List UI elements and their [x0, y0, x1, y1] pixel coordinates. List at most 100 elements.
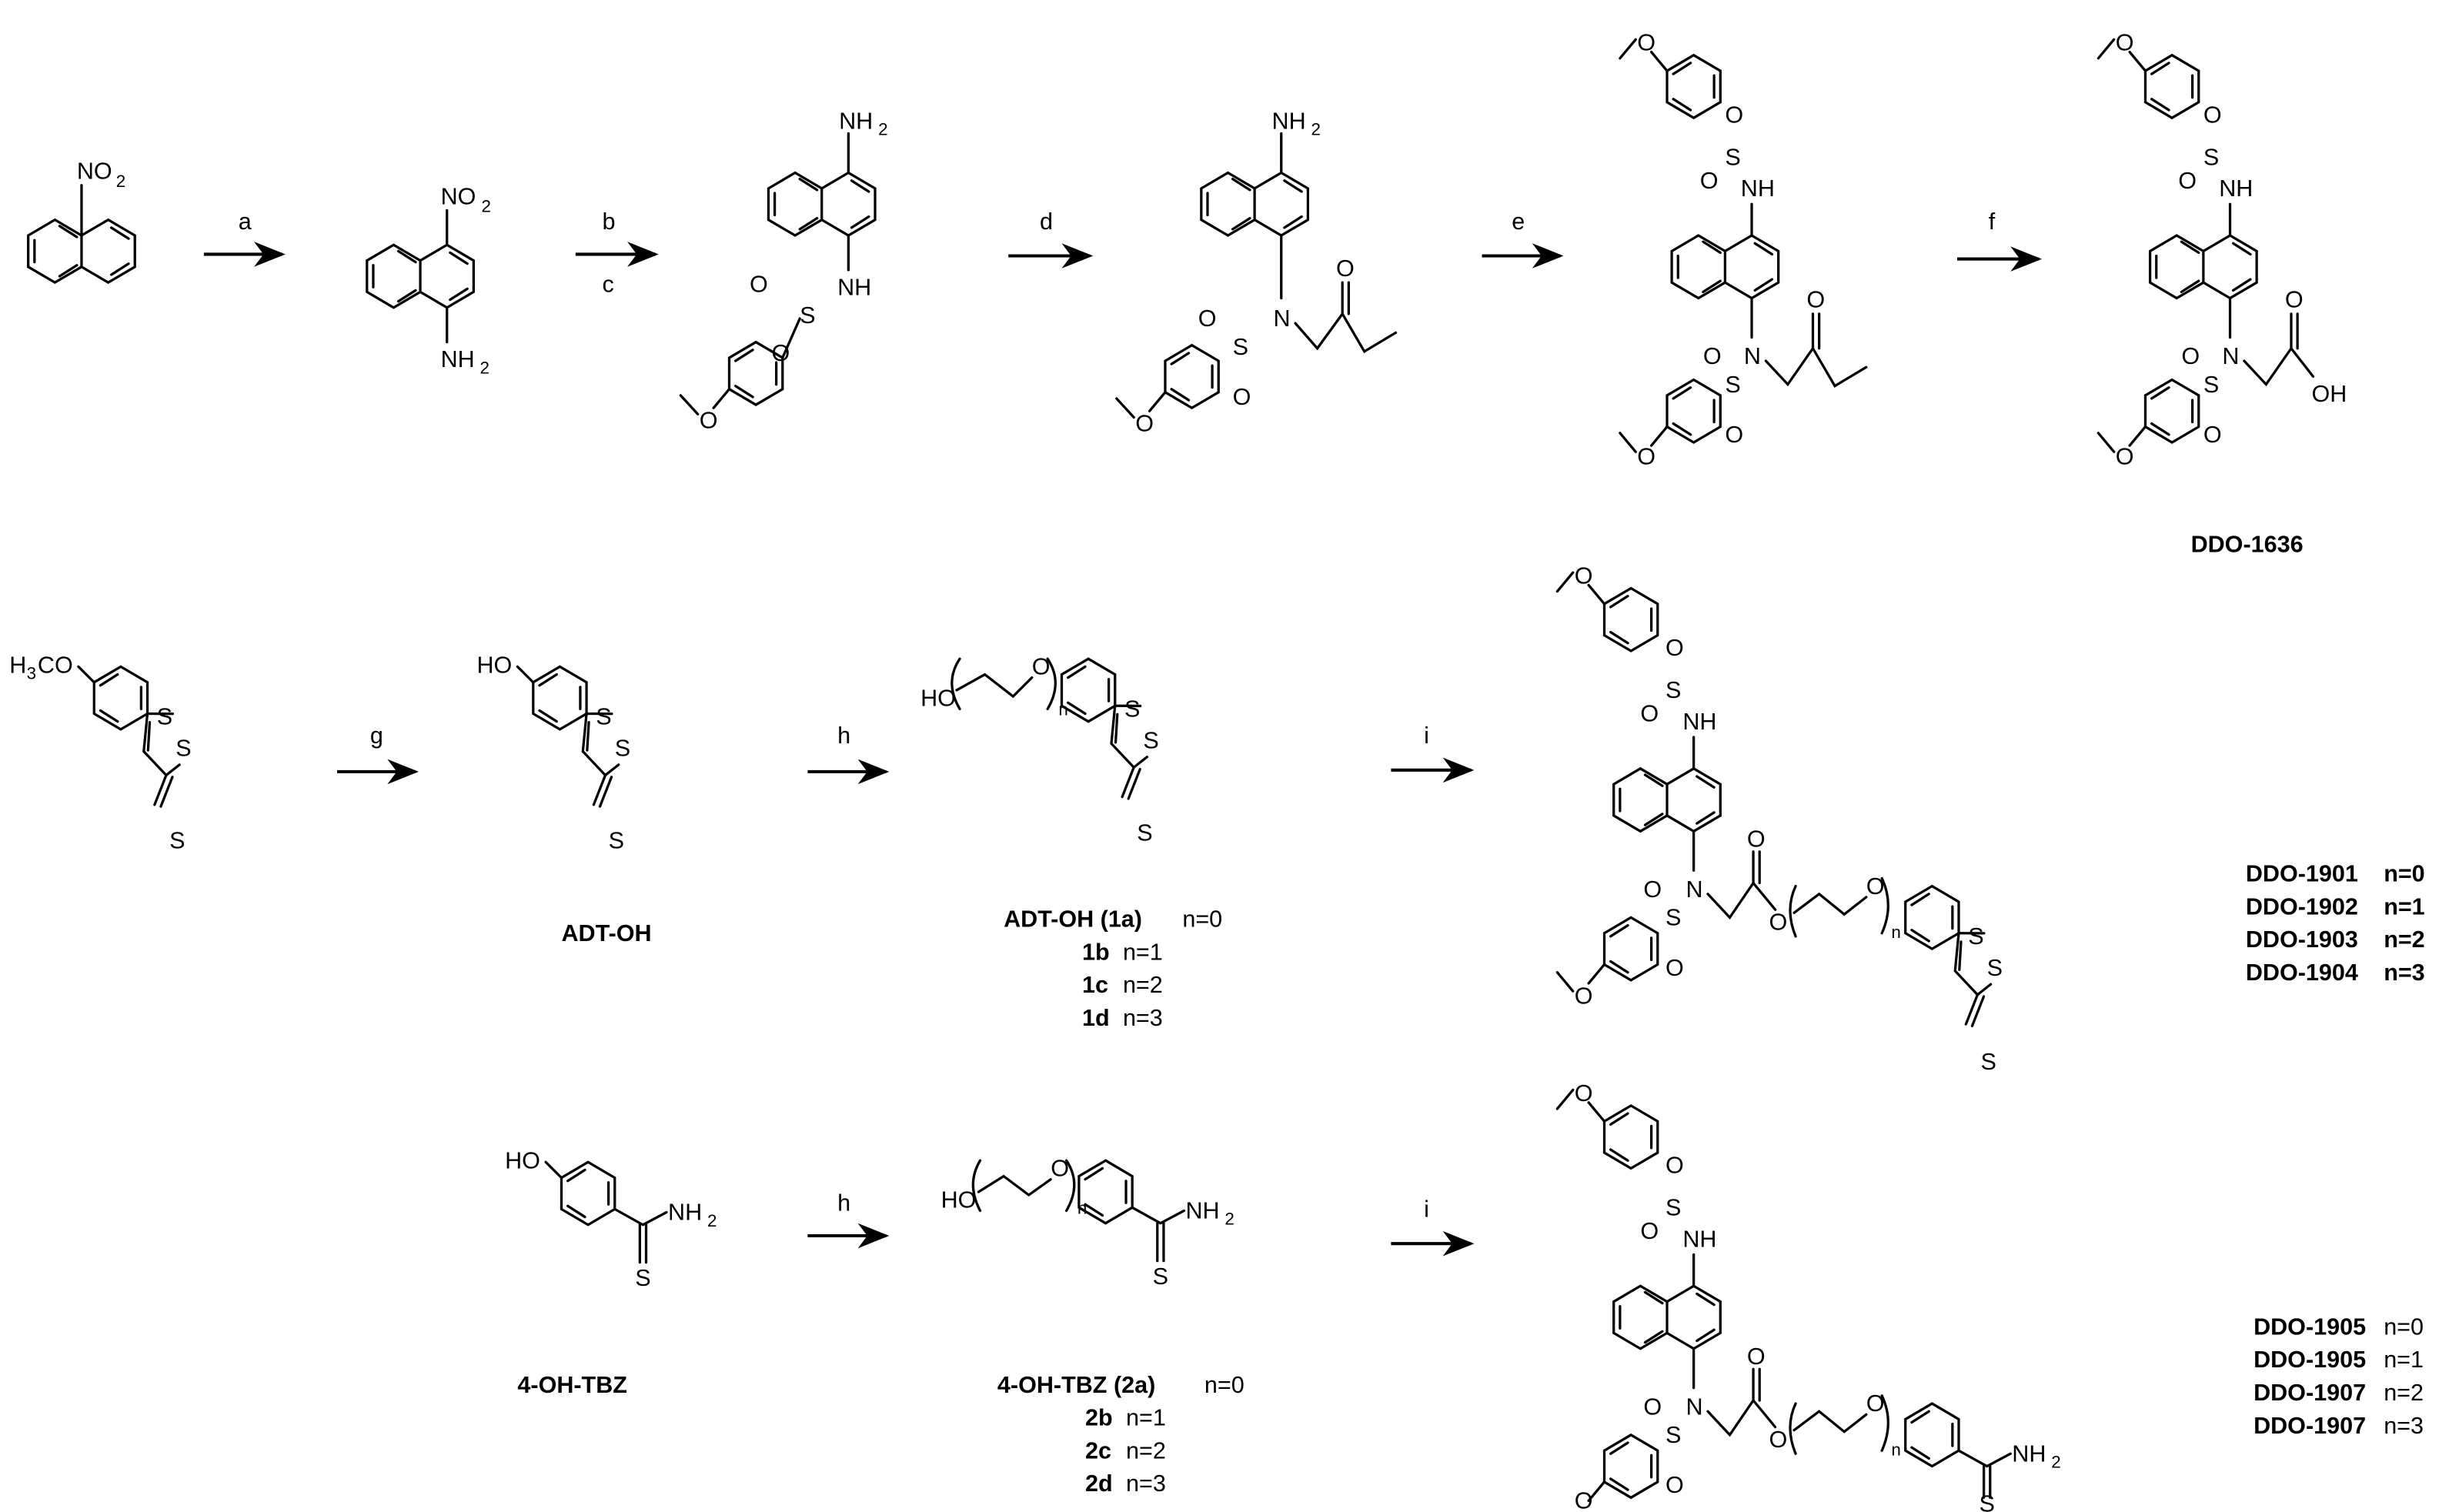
svg-text:S: S	[1666, 677, 1681, 703]
svg-text:HO: HO	[920, 685, 956, 711]
svg-text:n: n	[1891, 1440, 1900, 1459]
svg-text:O: O	[1747, 1343, 1766, 1370]
molecule-anethole-trithione: H 3 CO S S S	[9, 653, 205, 854]
svg-text:NH: NH	[839, 108, 873, 134]
molecule-adt-oh: HO S S S ADT-OH	[476, 653, 651, 946]
svg-text:n=1: n=1	[1126, 1405, 1166, 1431]
molecule-adt-peg: HO O n S S S ADT-OH (1a) n=0 1b n=1 1c n…	[920, 654, 1222, 1031]
svg-text:2: 2	[480, 358, 489, 377]
svg-text:ADT-OH (1a): ADT-OH (1a)	[1004, 906, 1142, 933]
svg-text:2: 2	[1224, 1210, 1234, 1229]
svg-text:n=2: n=2	[1126, 1437, 1166, 1464]
molecule-methyl-ester: NH 2 N S O O O O	[1115, 108, 1398, 437]
molecule-4-oh-tbz: HO NH 2 S 4-OH-TBZ	[505, 1147, 717, 1397]
reaction-arrow-bc: b c	[575, 209, 659, 297]
svg-text:S: S	[800, 302, 815, 329]
svg-text:N: N	[1744, 343, 1761, 369]
svg-text:n=0: n=0	[2384, 861, 2425, 887]
series2-labels: 4-OH-TBZ (2a) n=0 2b n=1 2c n=2 2d n=3	[997, 1372, 1245, 1497]
compound-label-adt-oh: ADT-OH	[561, 920, 651, 946]
molecule-nitronaphthalene: NO 2	[27, 159, 136, 284]
svg-text:1b: 1b	[1082, 939, 1110, 965]
svg-text:n=1: n=1	[2384, 893, 2425, 920]
svg-text:n=3: n=3	[2384, 960, 2425, 986]
svg-text:O: O	[1643, 876, 1662, 903]
reaction-arrow-g: g	[337, 723, 419, 785]
svg-text:DDO-1904: DDO-1904	[2246, 960, 2358, 986]
compound-label-ddo-1636: DDO-1636	[2191, 532, 2304, 558]
reaction-arrow-d: d	[1008, 209, 1094, 269]
svg-text:O: O	[750, 271, 768, 297]
svg-text:O: O	[2203, 102, 2222, 128]
svg-text:f: f	[1989, 209, 1996, 235]
svg-text:n=3: n=3	[1126, 1470, 1166, 1497]
svg-text:O: O	[1769, 910, 1787, 936]
molecule-tbz-peg: HO O n NH 2 S 4-OH-TBZ (2a) n=0 2b n=1 2…	[941, 1156, 1245, 1497]
svg-text:S: S	[1987, 955, 2003, 981]
svg-text:HO: HO	[476, 653, 512, 679]
reaction-arrow-i2: i	[1391, 1197, 1475, 1257]
svg-text:O: O	[1198, 305, 1217, 332]
svg-text:i: i	[1424, 1197, 1429, 1223]
svg-text:DDO-1907: DDO-1907	[2254, 1380, 2366, 1406]
svg-text:O: O	[1747, 826, 1766, 853]
svg-text:2: 2	[707, 1211, 717, 1230]
svg-text:S: S	[635, 1265, 650, 1291]
svg-text:N: N	[2222, 343, 2239, 369]
svg-text:S: S	[1725, 372, 1740, 398]
molecule-ddo-1905-series: O S O O NH N S O O O O O n NH 2 S O	[1555, 1080, 2061, 1512]
molecule-bis-sulfonamide-ester: O S O O NH N S O O O O	[1619, 30, 1868, 470]
svg-text:O: O	[1640, 1218, 1659, 1244]
svg-text:h: h	[837, 1190, 850, 1216]
compound-label-4-oh-tbz: 4-OH-TBZ	[517, 1372, 627, 1398]
reaction-arrow-a: a	[203, 209, 286, 267]
svg-text:O: O	[1637, 30, 1655, 56]
svg-text:O: O	[1866, 873, 1885, 900]
svg-text:S: S	[1666, 1422, 1681, 1448]
reaction-arrow-i1: i	[1391, 723, 1475, 783]
svg-text:O: O	[1643, 1394, 1662, 1420]
svg-text:O: O	[1575, 1488, 1593, 1512]
svg-text:H: H	[9, 653, 26, 679]
svg-text:2c: 2c	[1085, 1437, 1111, 1464]
svg-text:O: O	[2116, 30, 2134, 56]
svg-text:S: S	[1153, 1263, 1168, 1290]
svg-text:HO: HO	[941, 1187, 977, 1213]
svg-text:S: S	[1981, 1049, 1996, 1075]
svg-text:c: c	[602, 271, 613, 297]
molecule-ddo-1636: O S O O NH N S O O O OH O DDO-1636	[2096, 30, 2347, 558]
svg-text:DDO-1902: DDO-1902	[2246, 893, 2358, 920]
svg-text:O: O	[1666, 635, 1684, 661]
svg-text:S: S	[2203, 372, 2219, 398]
svg-text:O: O	[2181, 343, 2200, 369]
product-labels-1901-1904: DDO-1901 n=0 DDO-1902 n=1 DDO-1903 n=2 D…	[2246, 861, 2425, 986]
svg-text:S: S	[175, 736, 191, 762]
svg-text:1d: 1d	[1082, 1005, 1110, 1031]
svg-text:DDO-1905: DDO-1905	[2254, 1313, 2366, 1340]
svg-text:NH: NH	[1272, 108, 1306, 134]
svg-text:S: S	[1979, 1491, 1994, 1512]
svg-text:S: S	[1137, 820, 1152, 846]
svg-text:NO: NO	[441, 183, 476, 209]
svg-text:S: S	[615, 736, 630, 762]
svg-text:DDO-1905: DDO-1905	[2254, 1347, 2366, 1373]
svg-text:O: O	[2178, 168, 2197, 194]
svg-text:2b: 2b	[1085, 1405, 1113, 1431]
svg-text:O: O	[1575, 562, 1593, 589]
svg-text:NH: NH	[2012, 1440, 2046, 1467]
svg-text:NH: NH	[2219, 175, 2253, 202]
svg-text:O: O	[2285, 287, 2304, 313]
svg-text:S: S	[1124, 696, 1140, 723]
svg-text:O: O	[2116, 444, 2134, 470]
svg-text:N: N	[1274, 305, 1291, 332]
svg-text:O: O	[1703, 343, 1722, 369]
svg-text:NH: NH	[1741, 175, 1775, 202]
svg-text:S: S	[1233, 334, 1248, 360]
svg-text:NH: NH	[837, 274, 871, 300]
svg-text:n=3: n=3	[1123, 1005, 1163, 1031]
svg-text:O: O	[1666, 1153, 1684, 1179]
svg-text:b: b	[602, 209, 615, 235]
svg-text:O: O	[1233, 384, 1251, 410]
svg-text:d: d	[1040, 209, 1053, 235]
